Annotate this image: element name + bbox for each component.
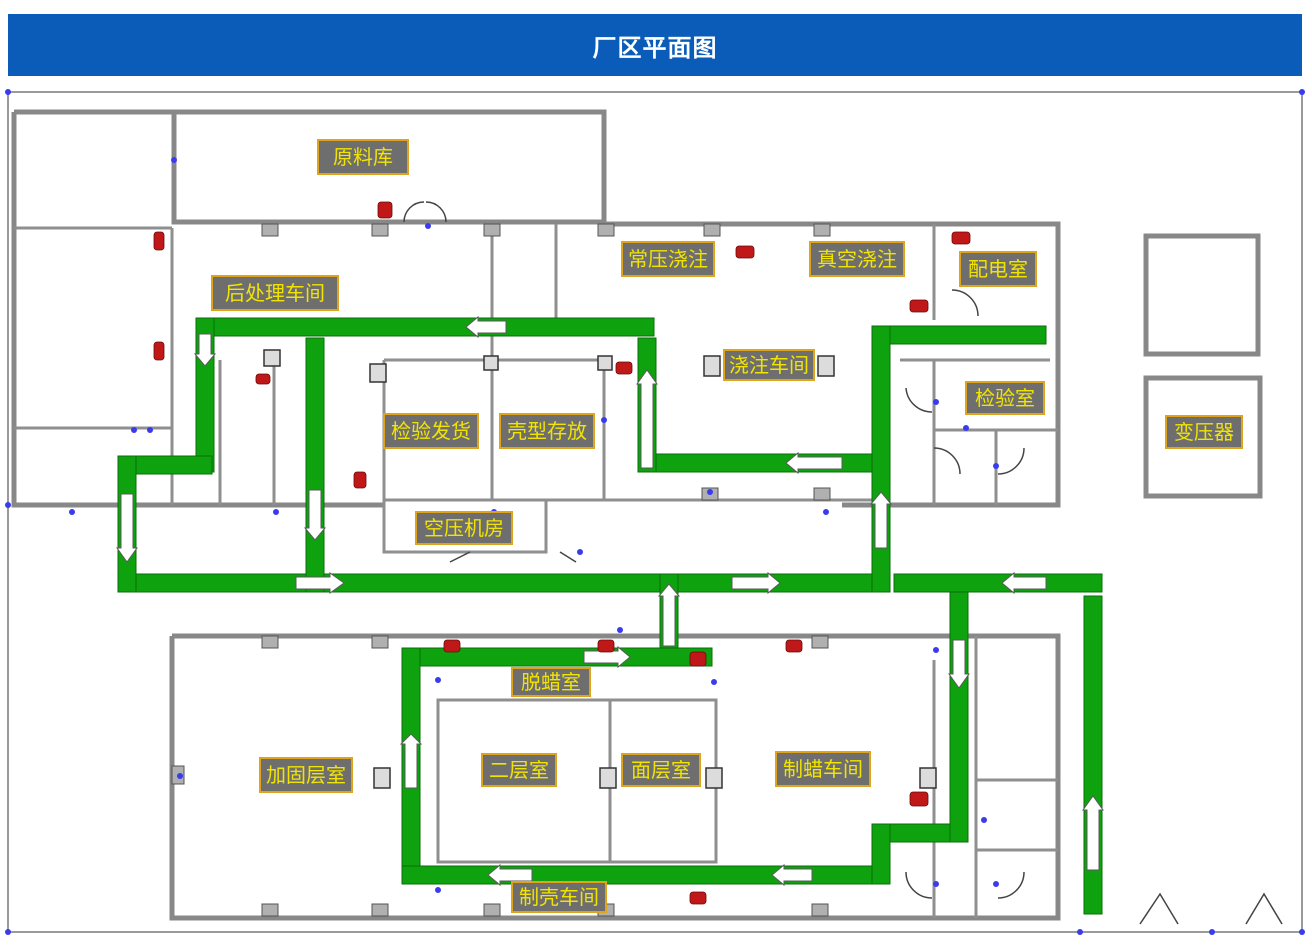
room-label-second-layer: 二层室 xyxy=(481,753,557,787)
room-label-normal-pressure-pouring: 常压浇注 xyxy=(621,241,715,277)
room-label-raw-material: 原料库 xyxy=(317,139,409,175)
svg-text:配电室: 配电室 xyxy=(968,257,1028,281)
room-label-inspection-room: 检验室 xyxy=(965,381,1045,415)
i-beam-icons xyxy=(263,349,937,789)
svg-text:后处理车间: 后处理车间 xyxy=(225,281,325,305)
room-label-inspection-shipping: 检验发货 xyxy=(383,413,479,449)
svg-text:脱蜡室: 脱蜡室 xyxy=(521,670,581,694)
svg-text:二层室: 二层室 xyxy=(489,758,549,782)
room-label-transformer: 变压器 xyxy=(1165,415,1243,449)
svg-text:检验室: 检验室 xyxy=(975,386,1035,410)
fire-extinguisher-icons xyxy=(153,201,971,905)
svg-text:空压机房: 空压机房 xyxy=(424,516,504,540)
transformer-yard-top xyxy=(1143,233,1261,357)
svg-text:浇注车间: 浇注车间 xyxy=(729,353,809,377)
room-label-shell-storage: 壳型存放 xyxy=(499,413,595,449)
svg-text:面层室: 面层室 xyxy=(631,758,691,782)
svg-text:壳型存放: 壳型存放 xyxy=(507,419,587,443)
lower-building-walls xyxy=(169,633,1061,921)
room-label-shell-workshop: 制壳车间 xyxy=(511,881,607,913)
svg-text:变压器: 变压器 xyxy=(1174,420,1234,444)
svg-text:原料库: 原料库 xyxy=(333,145,393,169)
room-label-post-processing: 后处理车间 xyxy=(211,275,339,311)
room-label-air-compressor: 空压机房 xyxy=(415,511,513,545)
light-markers xyxy=(5,89,1305,935)
page-title: 厂区平面图 xyxy=(592,33,718,62)
room-label-pouring-workshop: 浇注车间 xyxy=(723,349,815,381)
doors xyxy=(403,201,1283,925)
svg-text:制蜡车间: 制蜡车间 xyxy=(783,757,863,781)
direction-arrows xyxy=(116,315,1104,887)
room-label-wax-workshop: 制蜡车间 xyxy=(775,751,871,787)
page-header: 厂区平面图 xyxy=(8,14,1302,76)
svg-text:检验发货: 检验发货 xyxy=(391,419,471,443)
svg-text:真空浇注: 真空浇注 xyxy=(817,247,897,271)
room-label-dewaxing: 脱蜡室 xyxy=(511,667,591,697)
room-label-surface-layer: 面层室 xyxy=(621,753,701,787)
svg-text:制壳车间: 制壳车间 xyxy=(519,885,599,909)
room-label-reinforcement: 加固层室 xyxy=(259,757,353,793)
svg-text:加固层室: 加固层室 xyxy=(266,763,346,787)
transformer-yard xyxy=(1143,375,1263,499)
site-boundary xyxy=(7,91,1303,933)
svg-text:常压浇注: 常压浇注 xyxy=(628,247,708,271)
room-label-vacuum-pouring: 真空浇注 xyxy=(809,241,905,277)
room-label-distribution-room: 配电室 xyxy=(959,251,1037,287)
